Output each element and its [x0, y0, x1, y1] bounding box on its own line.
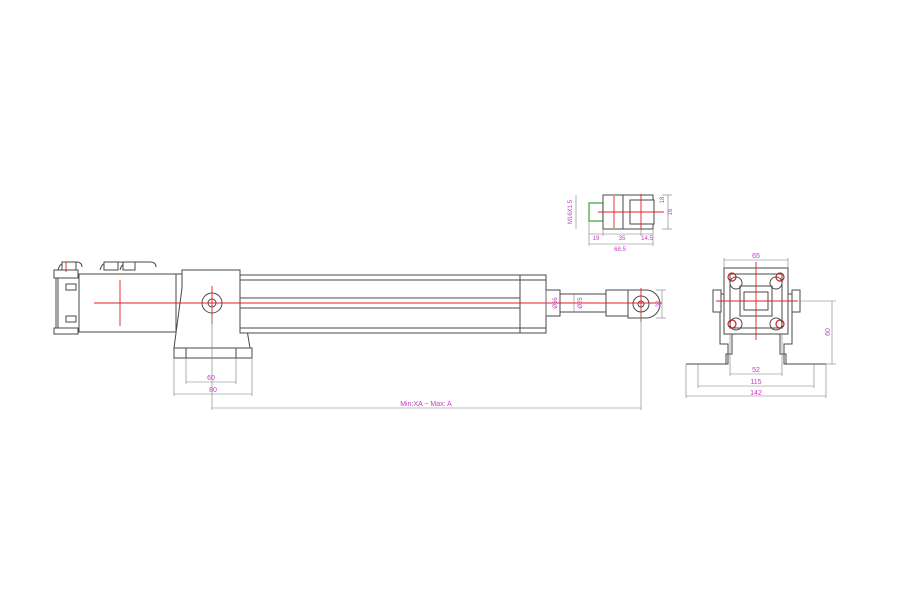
dim-length-c: 14.5 [641, 236, 653, 242]
dim-foot-inner: 60 [207, 375, 215, 382]
rod-clevis [627, 289, 661, 319]
dim-inner-width: 52 [752, 367, 760, 374]
dim-thread: M16X1.5 [568, 199, 574, 224]
clevis-detail-view: M16X1.5 19 35 14.5 68.5 18 16 [568, 194, 674, 253]
dim-clevis-height: 30 [656, 300, 662, 307]
dim-rod-diameter: Ø25 [578, 297, 584, 309]
dim-tube-diameter: Ø56 [553, 297, 559, 309]
outer-tube [239, 274, 561, 334]
actuator-end-view: 65 52 115 142 60 [685, 253, 836, 398]
dim-length-b: 35 [619, 236, 626, 242]
dim-overall-length: 68.5 [614, 247, 626, 253]
dim-mid-width: 115 [750, 379, 761, 386]
dim-overall-width: 142 [750, 390, 762, 397]
dim-foot-outer: 80 [209, 387, 217, 394]
dim-stroke-range: Min:XA ~ Max: A [400, 401, 452, 408]
dim-right-height-2: 16 [668, 208, 674, 215]
dim-top-width: 65 [752, 253, 760, 260]
motor [53, 261, 183, 335]
actuator-side-view: 60 80 Min:XA ~ Max: A Ø56 Ø25 30 [53, 261, 666, 410]
dim-height: 60 [825, 328, 832, 336]
dim-right-height-1: 18 [660, 196, 666, 203]
main-view-dimensions: 60 80 Min:XA ~ Max: A Ø56 Ø25 30 [173, 289, 666, 410]
dim-length-a: 19 [593, 236, 600, 242]
